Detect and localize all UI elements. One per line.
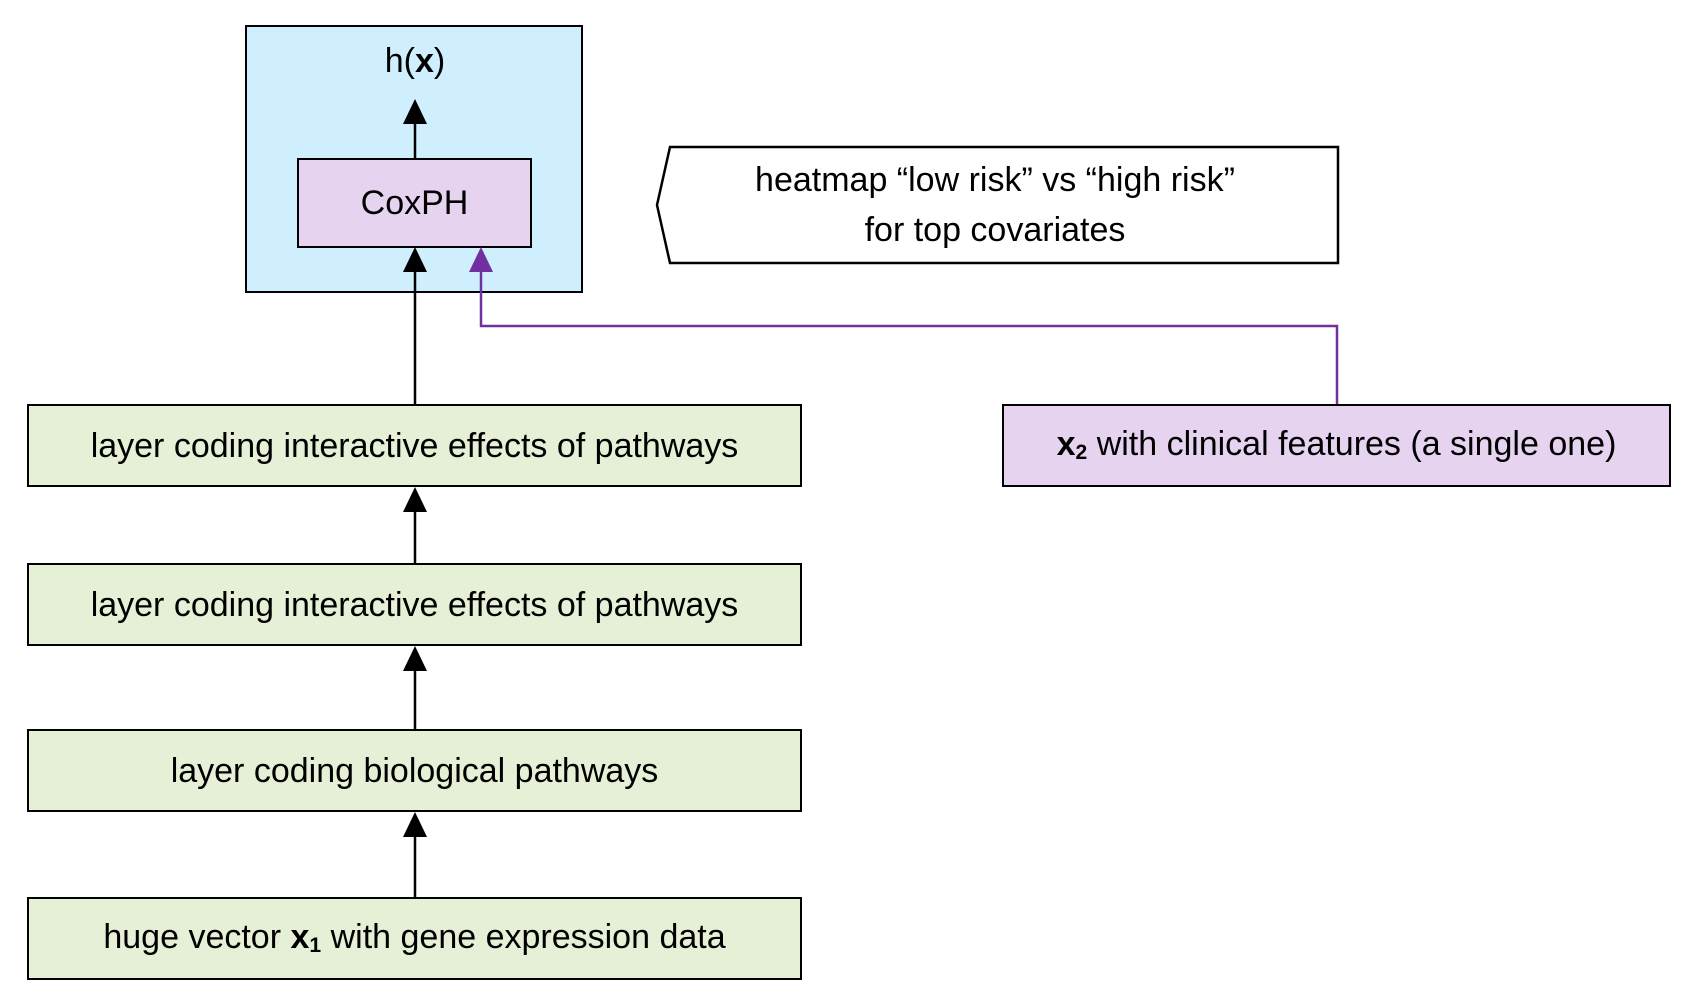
hazard-output-variable: x [414,42,434,80]
arrow-coxph-to-output [403,99,427,158]
coxph-box: CoxPH [297,158,532,248]
gene-input-variable: x1 [290,918,322,958]
hazard-output-label: h(x) [384,42,446,80]
coxph-label: CoxPH [360,184,469,222]
arrow-clinical-to-coxph [469,247,1339,404]
arrow-gene-input-to-pathways [403,812,427,897]
clinical-features-input-box: x2 with clinical features (a single one) [1002,404,1671,487]
arrow-pathways-to-interactive-lower [403,646,427,729]
gene-expression-input-box: huge vector x1 with gene expression data [27,897,802,980]
heatmap-callout-text: heatmap “low risk” vs “high risk” for to… [755,161,1235,249]
arrow-interactive-upper-to-coxph [403,247,427,404]
interactive-effects-layer-lower: layer coding interactive effects of path… [27,563,802,646]
arrow-interactive-lower-to-upper [403,487,427,563]
interactive-effects-layer-upper: layer coding interactive effects of path… [27,404,802,487]
clinical-input-variable: x2 [1056,425,1088,465]
biological-pathways-layer: layer coding biological pathways [27,729,802,812]
